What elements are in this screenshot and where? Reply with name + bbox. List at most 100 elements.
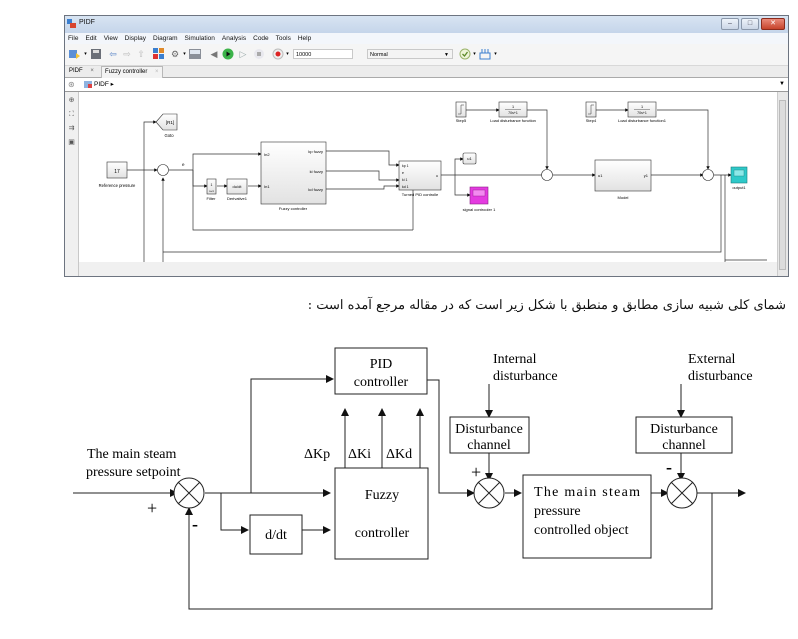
record-icon[interactable] [272,48,284,60]
menu-edit[interactable]: Edit [85,35,97,42]
pid-label: Turned PID controlle [402,192,439,197]
model-canvas[interactable]: 17 Reference pressure [R1] Goto e 1 s+1 … [79,92,779,262]
image-icon[interactable]: ▣ [68,139,75,146]
error-signal-label: e [182,162,185,167]
tuned-pid-block[interactable] [398,160,442,191]
stop-icon[interactable] [253,48,265,60]
step5-label: Step5 [456,118,467,123]
model-advisor-check-icon[interactable] [459,48,471,60]
tf2-numerator: 1 [641,105,643,109]
diagram-lines [73,375,746,610]
fuzzy-ki-port: ki fuzzy [310,169,323,174]
pid-controller-line2: controller [354,375,409,390]
plus-sign-1: + [147,498,157,518]
menu-view[interactable]: View [103,35,118,42]
pid-kp-port: kp 1 [402,164,409,168]
simulink-window: PIDF – □ ✕ File Edit View Display Diagra… [64,15,789,277]
menu-display[interactable]: Display [124,35,146,42]
filter-label: Filter [207,196,217,201]
tab-fuzzy-controller[interactable]: Fuzzy controller × [101,66,163,78]
library-browser-icon[interactable] [153,48,165,60]
breadcrumb[interactable]: PIDF ▸ [94,81,114,88]
sum-junction-1 [173,477,205,509]
menu-tools[interactable]: Tools [275,35,291,42]
model-y1-port: y1 [644,173,649,178]
plus-sign-2: + [471,462,481,482]
output-sum-block[interactable] [702,169,714,181]
filter-denominator: s+1 [209,189,214,193]
menu-diagram[interactable]: Diagram [152,35,178,42]
record-dropdown-icon[interactable]: ▾ [286,51,289,57]
breadcrumb-dropdown-icon[interactable]: ▼ [779,81,785,87]
fuzzy-controller-label: Fuzzy controller [279,206,308,211]
zoom-icon[interactable]: ⊕ [68,97,75,104]
model-tabs: PIDF × Fuzzy controller × [65,66,788,78]
step-back-icon[interactable]: ◀ [210,48,218,59]
model-icon [84,81,92,88]
goto-block[interactable] [155,113,178,131]
toolbar: ▾ ⇦ ⇨ ⇧ ⚙ ▾ ◀ ▷ ▾ 10000 Normal▼ ▾ ▾ [65,44,788,66]
tf2-label: Load disturbance function1 [618,118,667,123]
window-title: PIDF [79,19,95,26]
arrow-icon[interactable]: ⇉ [68,125,75,132]
build-dropdown-icon[interactable]: ▾ [494,51,497,57]
pid-ki-port: ki 1 [402,178,408,182]
simulation-mode-select[interactable]: Normal▼ [367,49,453,59]
back-icon[interactable]: ⇦ [109,48,117,59]
caption-text: شمای کلی شبیه سازی مطابق و منطبق با شکل … [307,298,786,313]
disturbance-sum-block[interactable] [541,169,553,181]
tab-pidf[interactable]: PIDF × [66,66,97,77]
menu-file[interactable]: File [68,35,79,42]
advisor-dropdown-icon[interactable]: ▾ [473,51,476,57]
step-forward-icon[interactable]: ▷ [239,48,247,59]
settings-gear-icon[interactable]: ⚙ [170,48,180,59]
save-icon[interactable] [91,48,101,60]
signal-lines [127,108,767,262]
derivative-block[interactable] [226,178,248,195]
model-explorer-icon[interactable] [189,48,201,60]
u1-outport[interactable] [462,152,477,165]
title-bar: PIDF – □ ✕ [65,16,788,33]
model-block[interactable] [594,159,652,192]
hide-browser-icon[interactable]: ⊛ [68,80,75,89]
up-icon[interactable]: ⇧ [137,48,145,59]
menu-help[interactable]: Help [297,35,312,42]
new-dropdown-icon[interactable]: ▾ [84,51,87,57]
menu-code[interactable]: Code [253,35,269,42]
disturbance-channel-line1: Disturbance [650,422,718,437]
gear-dropdown-icon[interactable]: ▾ [183,51,186,57]
scrollbar-thumb[interactable] [779,100,786,270]
build-model-icon[interactable] [479,48,491,60]
maximize-button[interactable]: □ [741,18,759,30]
minimize-button[interactable]: – [721,18,739,30]
vertical-scrollbar[interactable] [777,92,788,276]
constant-block[interactable] [106,161,128,179]
close-button[interactable]: ✕ [761,18,785,30]
setpoint-label-line2: pressure setpoint [86,465,181,480]
stop-time-input[interactable]: 10000 [293,49,353,59]
run-icon[interactable] [222,48,234,60]
sum-junction-2 [473,477,505,509]
tab-close-icon[interactable]: × [90,68,94,74]
external-disturbance-line1: External [688,352,736,367]
constant-value: 17 [114,169,120,175]
external-disturbance-line2: disturbance [688,369,753,384]
forward-icon[interactable]: ⇨ [123,48,131,59]
delta-kp-label: ΔKp [304,447,330,462]
menu-simulation[interactable]: Simulation [184,35,215,42]
fuzzy-controller-line1: Fuzzy [365,488,399,503]
fit-view-icon[interactable]: ⛶ [69,111,74,118]
plant-line1: The main steam [534,485,640,500]
new-model-icon[interactable] [68,48,82,60]
tab-close-icon[interactable]: × [155,69,159,75]
constant-label: Reference pressure [99,183,136,188]
fuzzy-controller-line2: controller [355,526,410,541]
fuzzy-controller-block[interactable] [260,141,327,205]
pid-controller-line1: PID [370,357,393,372]
filter-block[interactable] [206,178,217,195]
menu-analysis[interactable]: Analysis [221,35,247,42]
sum-block[interactable] [157,164,169,176]
output-scope-label: output1 [732,185,746,190]
scope-screen-icon [733,169,745,177]
u1-label: u1 [467,156,472,161]
